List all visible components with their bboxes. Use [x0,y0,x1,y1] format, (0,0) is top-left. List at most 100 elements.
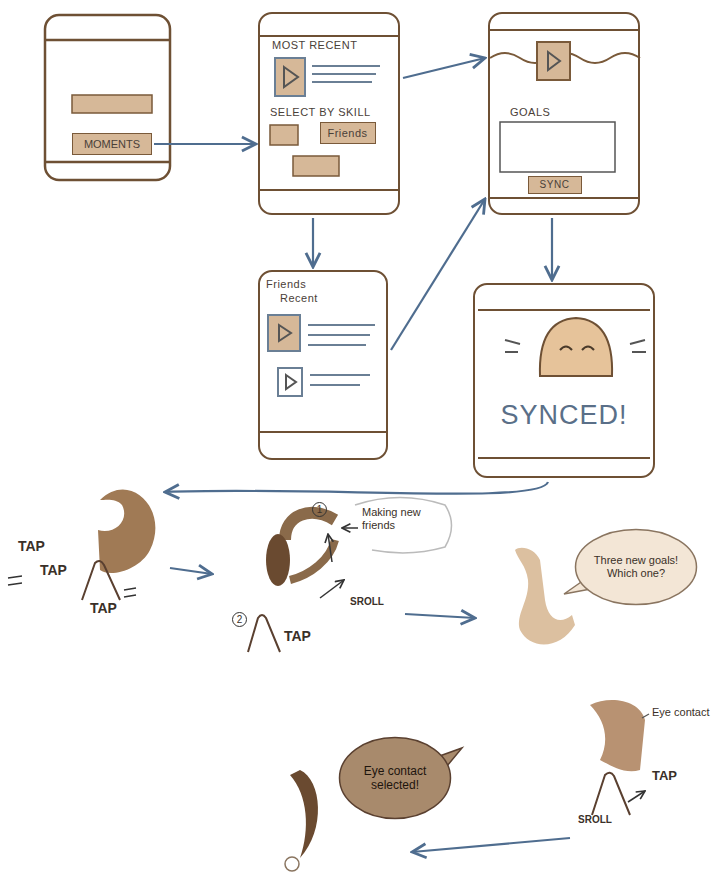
screen-sketch [275,58,305,96]
hand-sketch [98,490,155,574]
button-label: SYNC [540,179,570,190]
handwritten-note: SROLL [578,814,612,825]
screen-sketch [537,42,570,80]
screen-sketch [258,431,388,433]
flow-arrow [403,58,485,78]
bubble-text: Eye contact selected! [354,764,436,793]
flow-arrow [312,218,314,267]
screen-sketch [279,325,291,341]
screen-sketch [312,65,380,67]
screen-sketch [310,374,370,376]
handwritten-note: SROLL [350,596,384,607]
speech-bubble: Eye contact selected! [338,736,452,820]
flow-arrow [391,199,485,350]
hand-sketch [592,773,630,815]
screen-sketch [258,30,650,458]
screen-sketch [308,334,370,336]
callout-number: 1 [312,502,327,517]
screen-text: MOST RECENT [272,39,357,52]
label-anchor: TAP [40,562,67,578]
screen-text: SYNCED! [475,397,653,433]
screen-sketch [312,81,372,83]
handwritten-note: Making new friends [362,506,442,532]
hand-sketch [285,513,335,540]
screen-sketch [284,67,298,87]
screen-sketch [308,344,366,346]
hand-sketch [290,770,318,858]
label-anchor: TAP [90,600,117,616]
screen-sketch [488,29,640,31]
phone-screen: SYNCED! [473,283,655,478]
screen-sketch [278,368,302,396]
callout-number: 2 [232,612,247,627]
phone-frame [45,15,170,180]
phone-screen: GOALS SYNC [488,12,640,215]
handwritten-note: TAP [90,600,117,616]
hand-sketch [170,568,212,574]
label-anchor: SROLL [578,814,612,825]
screen-text: Recent [280,292,318,305]
hand-sketch [248,615,280,652]
hand-sketch [642,714,649,718]
hand-sketch [285,857,299,871]
phone-screen: FriendsRecent [258,270,388,460]
handwritten-note: TAP [284,628,311,644]
flow-arrow [154,143,256,145]
screen-sketch [478,457,650,459]
hand-sketch [515,548,575,645]
label-anchor: SROLL [350,596,384,607]
handwritten-note: Eye contact [652,706,709,718]
hand-sketch [290,540,335,580]
screen-sketch [258,189,400,191]
label-anchor: Eye contact [652,706,709,718]
phone-screen: MOST RECENTSELECT BY SKILLFriends [258,12,400,215]
hand-sketch [8,490,649,871]
screen-sketch [560,347,594,351]
bubble-text: Three new goals! Which one? [592,554,681,580]
speech-bubble: Three new goals! Which one? [574,528,698,606]
button-label: Friends [327,127,367,139]
phone-frame [45,15,170,180]
label-anchor: TAP [652,768,677,783]
hand-sketch [412,838,570,852]
handwritten-note: TAP [652,768,677,783]
flow-arrow [551,218,553,280]
screen-sketch [310,384,360,386]
empty-button [72,95,152,113]
handwritten-note: TAP [40,562,67,578]
button-label: MOMENTS [84,138,140,150]
screen-sketch [312,73,376,75]
label-anchor: 1 [312,502,327,517]
screen-sketch [548,52,560,70]
screen-sketch [270,125,298,145]
hand-sketch [328,534,332,562]
hand-sketch [590,700,645,771]
bubble-outline [340,738,451,819]
screen-text: GOALS [510,106,550,119]
screen-sketch [286,375,296,389]
hand-sketch [82,561,120,600]
sync-button: SYNC [528,176,582,194]
flow-arrow [165,482,548,494]
phone-frame [45,161,170,164]
label-anchor: TAP [284,628,311,644]
screen-sketch [308,324,375,326]
label-anchor: 2 [232,612,247,627]
screen-sketch [293,156,339,176]
hand-sketch [405,614,475,618]
screen-sketch [478,309,650,311]
screen-sketch [505,340,646,352]
menu-button: MOMENTS [72,133,152,155]
hand-sketch [320,580,344,598]
hand-sketch [628,791,645,802]
label-anchor: TAP [18,538,45,554]
screen-sketch [488,197,640,199]
screen-sketch [268,315,300,351]
screen-sketch [540,318,612,376]
label-anchor: Making new friends [362,506,442,532]
hand-sketch [8,576,136,597]
skill-button: Friends [320,122,376,144]
